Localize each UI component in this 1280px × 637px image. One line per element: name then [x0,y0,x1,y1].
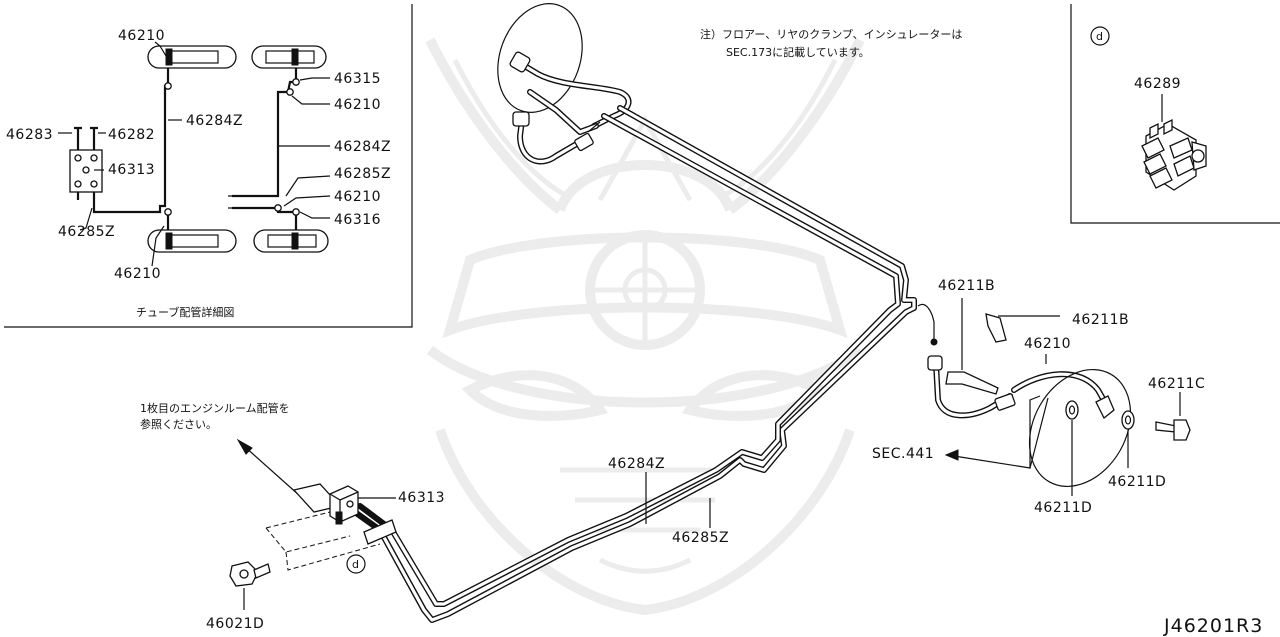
label-46210-top-right: 46210 [334,97,381,113]
grommet-bottom-left [147,229,237,253]
engine-note-line-2: 参照ください。 [140,417,217,431]
label-sec-441: SEC.441 [872,446,934,462]
clip-46289-illustration [1141,118,1207,191]
main-tube-routing: 46284Z 46285Z [349,3,938,623]
label-46284z-main: 46284Z [608,456,665,472]
note-line-1: 注）フロアー、リヤのクランプ、インシュレーターは [700,27,962,41]
label-46210-detail-right: 46210 [334,189,381,205]
label-46211b-left: 46211B [938,278,995,294]
label-46211b-right: 46211B [1072,312,1129,328]
label-46211c: 46211C [1148,376,1205,392]
rear-hose-assembly: 46211B 46211B 46210 46211D 46211D 462 [872,278,1205,516]
grommet-top-left [147,45,237,69]
ref-circle-d-main [346,554,366,574]
label-46315: 46315 [334,71,381,87]
label-46211d-bottom: 46211D [1034,500,1092,516]
washer-left [1065,400,1079,420]
detail-caption: チューブ配管詳細図 [136,305,234,319]
inset-ref-letter: d [1096,30,1103,43]
label-46285z-main: 46285Z [672,530,729,546]
note-line-2: SEC.173に記載しています。 [726,45,870,59]
label-46316: 46316 [334,212,381,228]
inset-box-d: d 46289 [1070,4,1280,224]
watermark-helmet [425,37,865,616]
diagram-code: J46201R3 [1163,615,1263,637]
label-46282: 46282 [108,127,155,143]
label-46211d-right: 46211D [1108,474,1166,490]
label-46289: 46289 [1134,76,1181,92]
label-46210-rear: 46210 [1024,336,1071,352]
grommet-bottom-right [253,229,329,253]
label-46210-bottom: 46210 [114,266,161,282]
label-46210-top: 46210 [118,28,165,44]
label-46285z-detail: 46285Z [58,224,115,240]
label-46285z-detail-right: 46285Z [334,166,391,182]
bolt-46021d [229,561,271,587]
ref-d-letter-main: d [352,558,359,571]
label-46313-detail: 46313 [108,162,155,178]
engine-note-line-1: 1枚目のエンジンルーム配管を [140,401,290,415]
label-46313-main: 46313 [398,490,445,506]
grommet-top-right [251,45,327,69]
bolt-46211c [1155,419,1191,441]
washer-right [1121,410,1135,430]
label-46284z-detail: 46284Z [186,113,243,129]
tube-detail-box: 46210 46315 46210 46283 46282 46313 4628… [4,4,413,328]
label-46283: 46283 [6,127,53,143]
ref-circle-d-inset [1090,26,1110,46]
label-46284z-detail-right: 46284Z [334,139,391,155]
front-junction-assembly: 1枚目のエンジンルーム配管を 参照ください。 46313 46021D [140,401,445,632]
junction-block-46313 [329,485,359,525]
note-block: 注）フロアー、リヤのクランプ、インシュレーターは SEC.173に記載しています… [700,27,962,59]
label-46021d: 46021D [206,616,264,632]
